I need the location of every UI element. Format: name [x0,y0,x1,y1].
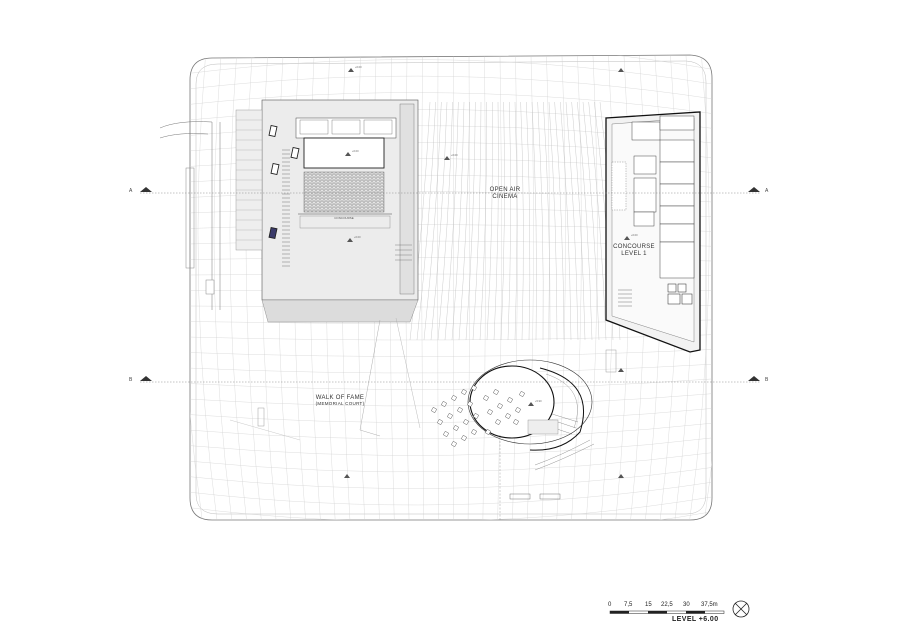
scale-tick-5: 37,5m [701,602,718,608]
concourse-label: CONCOURSE LEVEL 1 [613,244,655,257]
level-marker-stage: +6.00 [352,150,359,153]
plaza-features [229,317,617,500]
scale-tick-4: 30 [683,602,690,608]
level-marker-rotunda: +5.90 [535,400,542,403]
level-marker-cinema: +6.00 [451,154,458,157]
section-marker-b-right: B [765,377,769,383]
section-marker-b-left: B [129,377,133,383]
section-marker-a-left: A [129,188,133,194]
site-boundary [189,54,713,521]
concourse-building [605,111,701,353]
open-air-cinema-label: OPEN AIR CINEMA [489,187,521,200]
scale-tick-0: 0 [608,602,612,608]
west-road [159,121,221,310]
level-marker-north: +6.00 [355,66,362,69]
section-marker-a-right: A [765,188,769,194]
level-marker-concourse: +6.00 [631,234,638,237]
scale-bar [609,610,725,614]
scale-tick-3: 22,5 [661,602,673,608]
level-marker-glyphs [344,68,630,478]
scale-tick-2: 15 [645,602,652,608]
theatre-building [235,99,419,323]
section-markers [140,187,760,381]
rotunda [430,359,593,520]
level-label: LEVEL +6.00 [672,616,719,623]
scale-tick-1: 7,5 [624,602,633,608]
site-boundary-inner [195,60,707,515]
north-arrow-icon [732,600,750,618]
section-lines [140,192,760,383]
walk-of-fame-label: WALK OF FAME (MEMORIAL COURT) [315,395,365,406]
open-air-cinema-floor [409,101,621,341]
level-marker-theatre: +6.00 [354,236,361,239]
theatre-concourse-label: CONCOURSE [334,216,354,220]
